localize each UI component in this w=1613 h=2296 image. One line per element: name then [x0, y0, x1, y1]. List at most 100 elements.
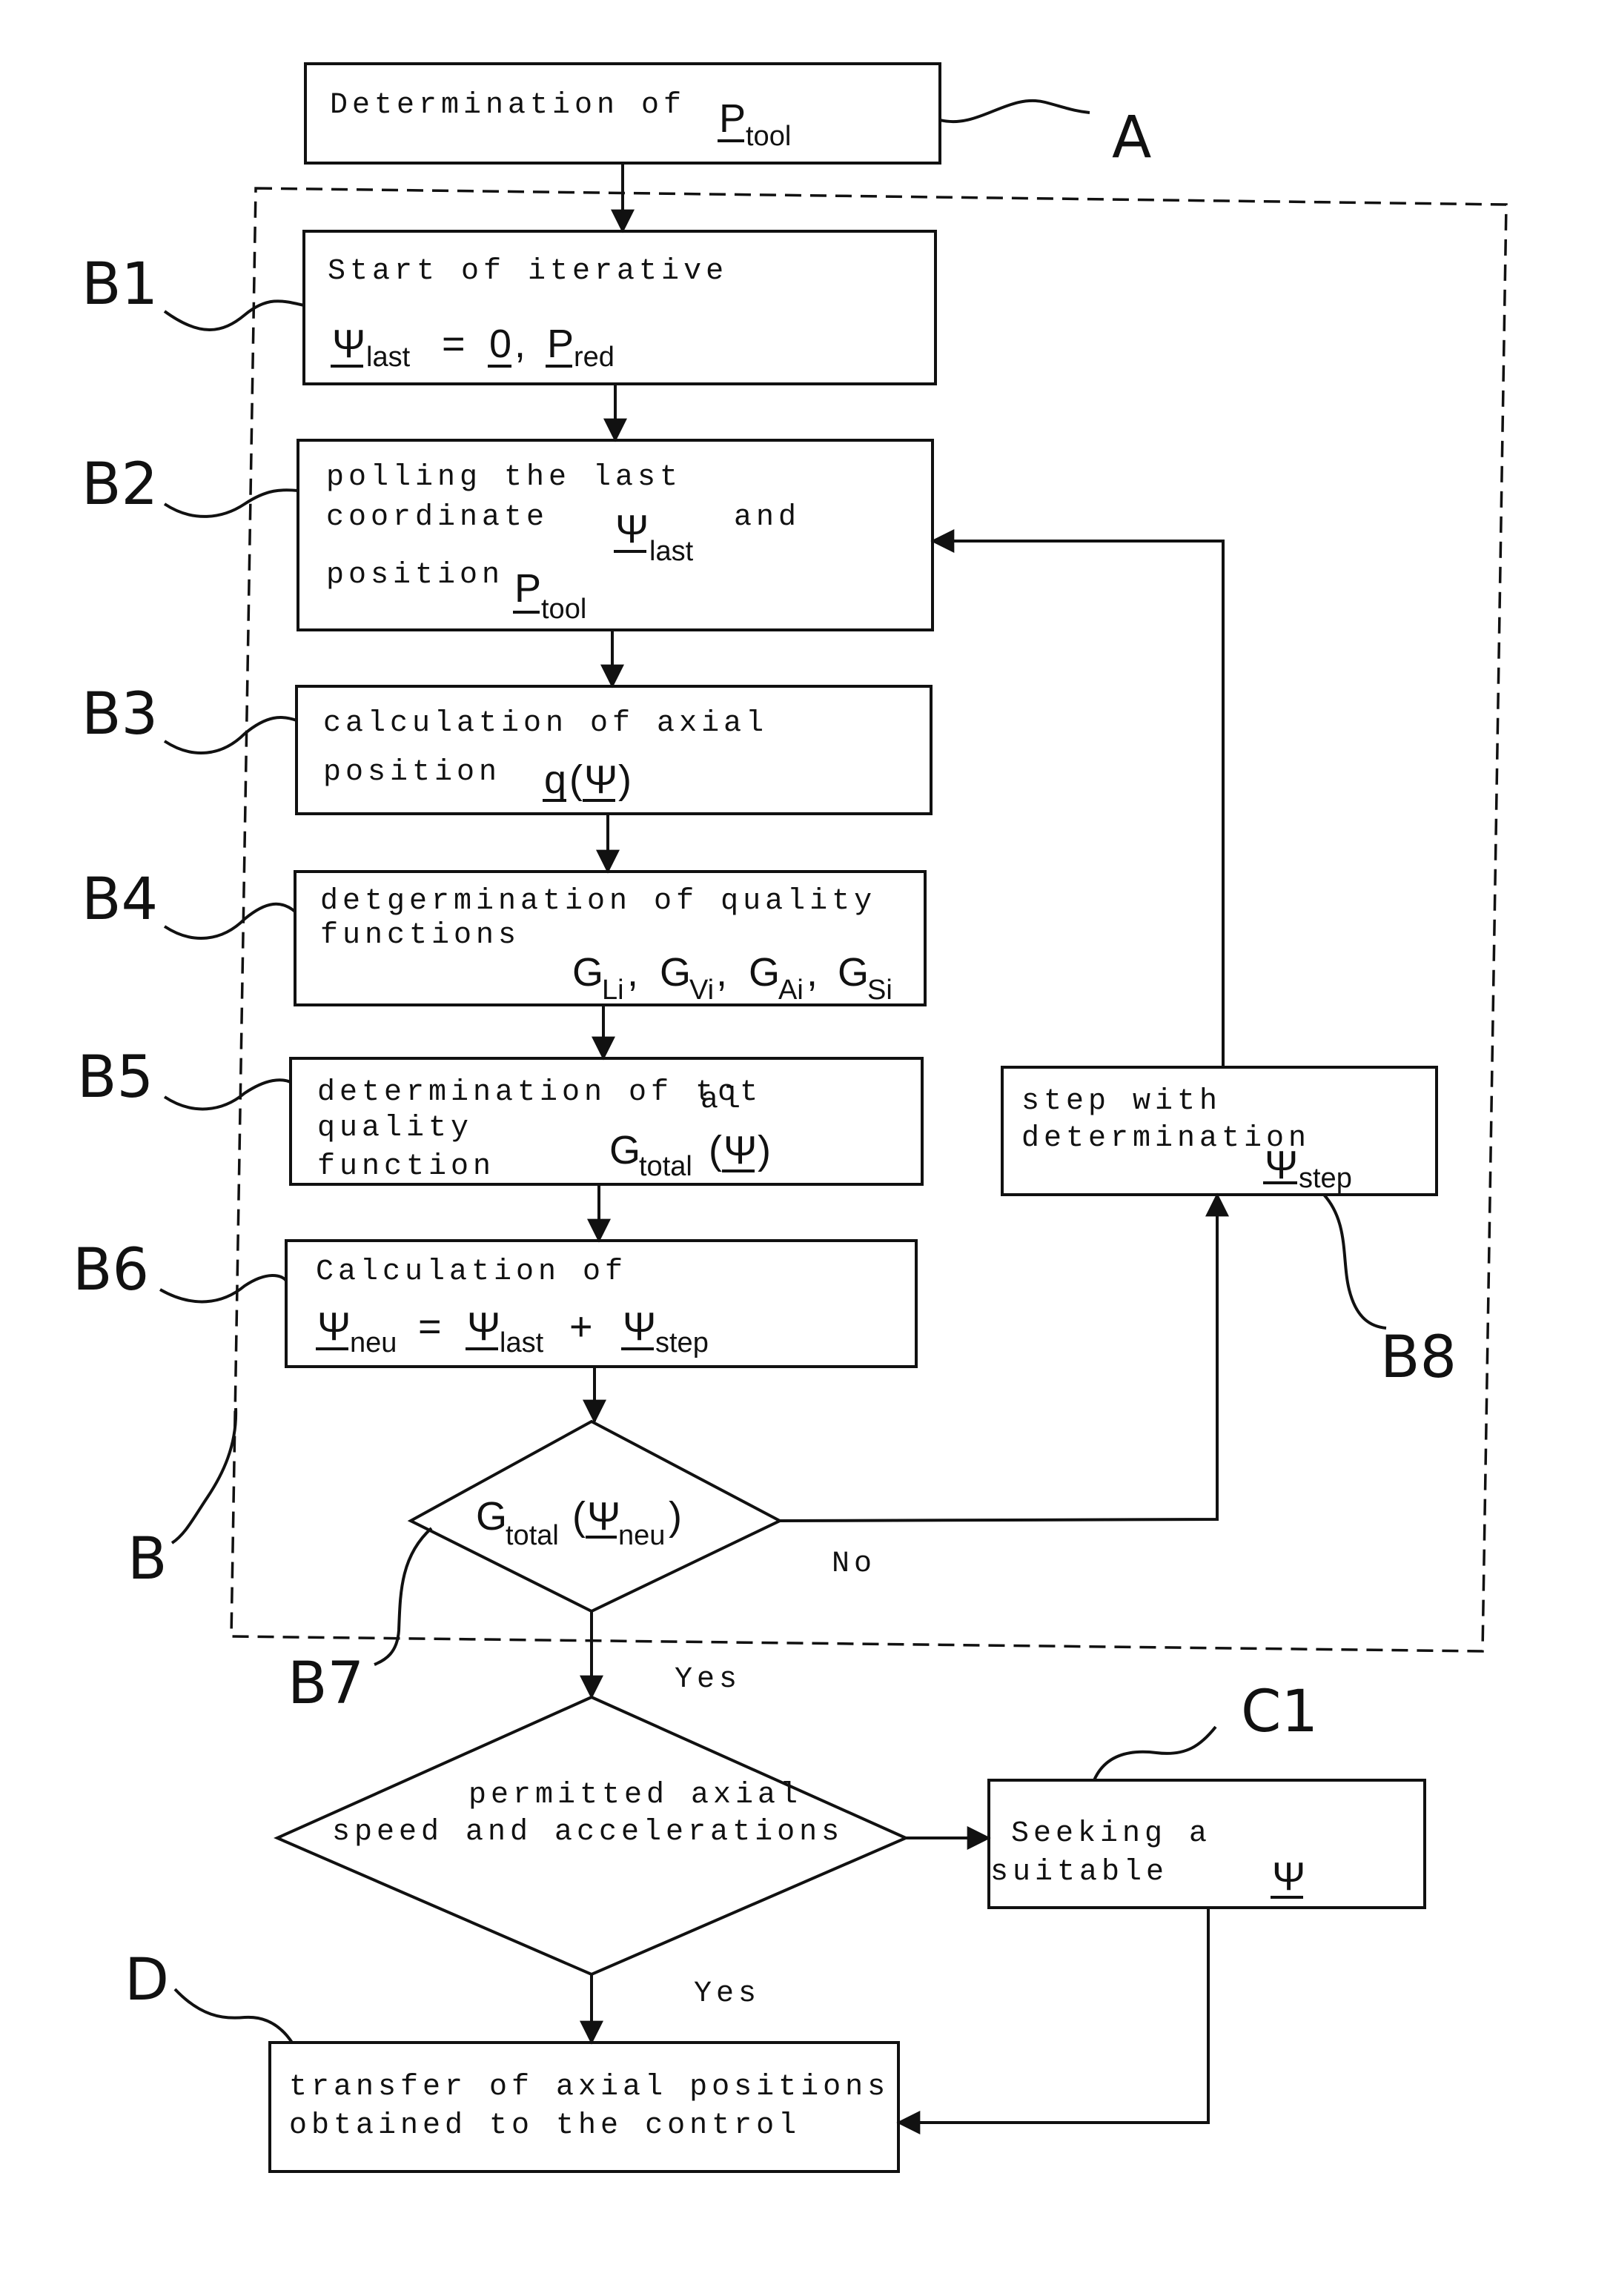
label-b1: B1: [82, 251, 158, 318]
label-b: B: [127, 1526, 168, 1593]
box-b2-psi: Ψ: [615, 507, 649, 551]
label-b3: B3: [82, 681, 158, 748]
b7-paren-open: (: [572, 1494, 586, 1539]
box-b6-sub-last: last: [500, 1327, 544, 1358]
box-b5-paren-open: (: [709, 1128, 722, 1172]
box-b4-sep1: ,: [627, 950, 638, 995]
b7-psi: Ψ: [587, 1494, 620, 1539]
box-a: Determination of P tool: [305, 64, 940, 163]
box-b3: calculation of axial position q ( Ψ ): [297, 686, 931, 814]
box-b2-psi-sub: last: [649, 536, 694, 567]
leader-b1: [165, 301, 304, 330]
label-b7: B7: [288, 1650, 364, 1717]
b7-g: G: [476, 1494, 507, 1539]
box-b1-eq: =: [442, 322, 466, 366]
box-d-line1: transfer of axial positions: [289, 2071, 890, 2104]
box-b2-line3: position: [326, 559, 504, 592]
b7-g-sub: total: [506, 1520, 559, 1551]
leader-b4: [165, 904, 295, 938]
label-b2: B2: [82, 451, 158, 518]
box-b5-psi: Ψ: [723, 1128, 757, 1172]
leader-b3: [165, 717, 297, 753]
box-b2-p: P: [514, 566, 541, 611]
speed-line2: speed and accelerations: [332, 1816, 844, 1849]
leader-b: [172, 1408, 236, 1543]
diamond-speed: permitted axial speed and accelerations: [277, 1697, 906, 1974]
label-b6: B6: [73, 1237, 149, 1304]
box-b6-psi1: Ψ: [317, 1304, 351, 1349]
box-b3-paren-close: ): [618, 757, 632, 802]
leader-b8: [1324, 1195, 1386, 1328]
box-c1-psi: Ψ: [1272, 1854, 1305, 1899]
box-b6-psi2: Ψ: [467, 1304, 500, 1349]
box-b4-g1: G: [572, 950, 603, 995]
box-b6-sub-neu: neu: [350, 1327, 397, 1358]
box-b8-psi-sub: step: [1299, 1163, 1352, 1194]
label-b5: B5: [77, 1044, 153, 1111]
box-b1-zero: 0: [489, 322, 511, 366]
box-b5-line1-tail: al: [700, 1084, 745, 1117]
leader-b2: [165, 490, 298, 517]
label-a: A: [1112, 104, 1151, 171]
box-b4-g4: G: [838, 950, 869, 995]
box-b5-line3: function: [317, 1150, 495, 1184]
b7-no-label: No: [832, 1547, 876, 1581]
b7-yes-label: Yes: [675, 1663, 741, 1696]
diamond-b7: G total ( Ψ neu ): [411, 1421, 780, 1611]
arrow-c1-d: [898, 1908, 1208, 2123]
label-b8: B8: [1380, 1324, 1457, 1391]
leader-b5: [165, 1080, 291, 1109]
box-d-line2: obtained to the control: [289, 2109, 801, 2143]
speed-line1: permitted axial: [468, 1779, 802, 1812]
box-b1: Start of iterative Ψ last = 0 , P red: [304, 231, 935, 384]
box-b6-psi3: Ψ: [623, 1304, 656, 1349]
box-b2: polling the last coordinate Ψ last and p…: [298, 440, 933, 630]
label-c1: C1: [1241, 1679, 1318, 1745]
box-b2-p-sub: tool: [541, 594, 586, 625]
box-b5: determination of tot al quality function…: [291, 1058, 922, 1184]
box-b4-g2: G: [660, 950, 691, 995]
box-b4-line1: detgermination of quality: [320, 885, 876, 918]
box-b3-line1: calculation of axial: [323, 707, 768, 740]
box-b6-plus: +: [569, 1304, 593, 1349]
box-b4-g3: G: [749, 950, 780, 995]
box-b3-psi: Ψ: [584, 757, 617, 802]
box-b1-comma: ,: [514, 322, 526, 366]
b7-paren-close: ): [669, 1494, 682, 1539]
box-b2-line2: coordinate: [326, 501, 549, 534]
leader-b6: [160, 1275, 286, 1301]
box-a-text: Determination of: [330, 89, 686, 122]
box-b4-sub3: Ai: [778, 975, 804, 1006]
box-c1: Seeking a suitable Ψ: [989, 1780, 1425, 1908]
box-b4-line2: functions: [320, 919, 520, 952]
speed-yes-label: Yes: [694, 1977, 761, 2011]
label-d: D: [125, 1947, 169, 2014]
box-b5-line2: quality: [317, 1112, 473, 1145]
leader-d: [175, 1989, 292, 2043]
box-b3-q: q: [544, 757, 566, 802]
box-b4-sub1: Li: [602, 975, 624, 1006]
box-b4-sep2: ,: [716, 950, 727, 995]
leader-c1: [1094, 1727, 1216, 1780]
box-b2-and: and: [734, 501, 801, 534]
box-b4: detgermination of quality functions G Li…: [295, 872, 925, 1006]
box-b4-sep3: ,: [806, 950, 818, 995]
box-b6: Calculation of Ψ neu = Ψ last + Ψ step: [286, 1241, 916, 1367]
box-b4-sub2: Vi: [689, 975, 714, 1006]
box-b1-p: P: [547, 322, 574, 366]
box-b1-psi-sub: last: [366, 342, 411, 373]
arrow-b8-b2: [933, 541, 1223, 1067]
box-b6-line1: Calculation of: [316, 1255, 627, 1289]
box-b1-line1: Start of iterative: [328, 255, 728, 288]
box-b1-p-sub: red: [574, 342, 615, 373]
box-b8-line1: step with: [1021, 1085, 1222, 1118]
box-b5-g: G: [609, 1128, 640, 1172]
box-b5-line1: determination of tot: [317, 1076, 762, 1109]
box-d: transfer of axial positions obtained to …: [270, 2043, 898, 2171]
box-b8-psi: Ψ: [1265, 1143, 1298, 1187]
box-b6-eq: =: [418, 1304, 442, 1349]
box-b8: step with determination Ψ step: [1002, 1067, 1437, 1195]
box-b2-line1: polling the last: [326, 461, 682, 494]
box-a-var: P: [719, 96, 746, 141]
